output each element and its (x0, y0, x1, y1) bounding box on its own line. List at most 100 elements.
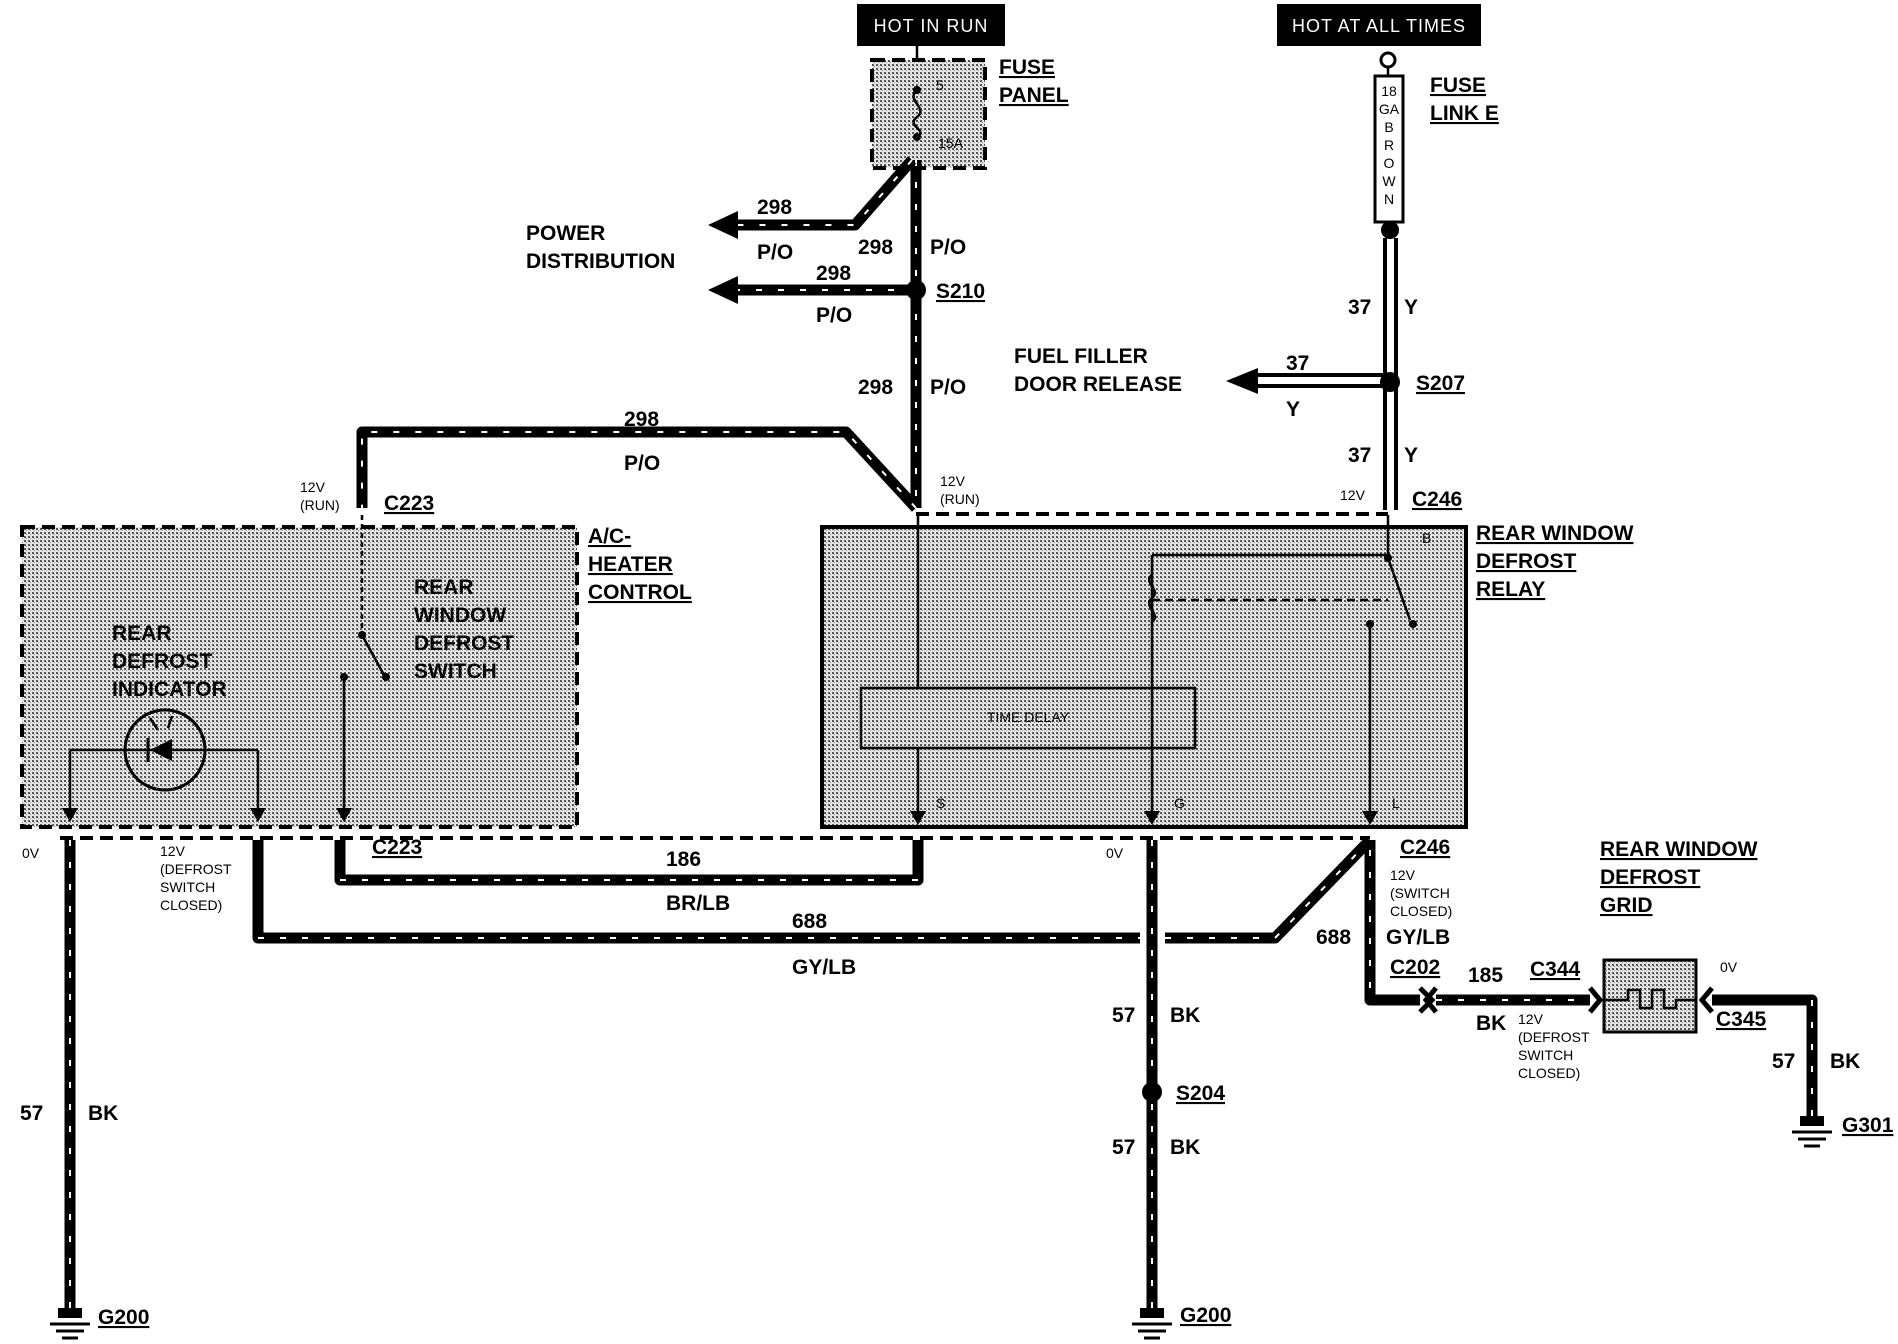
svg-text:R: R (1384, 137, 1394, 153)
color-bk-label: BK (88, 1102, 118, 1125)
circuit-57-label: 57 (1112, 1004, 1135, 1027)
indicator-label-2: DEFROST (112, 650, 213, 673)
circuit-298-label: 298 (858, 376, 893, 399)
circuit-57-label: 57 (1112, 1136, 1135, 1159)
svg-text:B: B (1384, 119, 1393, 135)
switch-closed-label-2: (SWITCH (1390, 885, 1450, 901)
wire-298-power-dist-lower (708, 276, 916, 304)
splice-s210-dot (906, 280, 926, 300)
hot-at-all-times-tag: HOT AT ALL TIMES (1277, 4, 1481, 46)
relay-title-2: DEFROST (1476, 550, 1577, 573)
ground-g301-symbol (1792, 1116, 1832, 1148)
splice-s210-label: S210 (936, 280, 985, 303)
connector-c246-bottom-label: C246 (1400, 836, 1450, 859)
color-y-label: Y (1404, 444, 1418, 467)
defrost-closed-label-4: CLOSED) (1518, 1065, 1580, 1081)
color-y-label: Y (1286, 398, 1300, 421)
svg-text:O: O (1384, 155, 1395, 171)
switch-label: REAR (414, 576, 474, 599)
voltage-0v: 0V (1106, 845, 1124, 861)
splice-s207-label: S207 (1416, 372, 1465, 395)
svg-text:N: N (1384, 191, 1394, 207)
fuse-link-title: FUSE (1430, 74, 1486, 97)
voltage-0v: 0V (1720, 959, 1738, 975)
grid-title: REAR WINDOW (1600, 838, 1758, 861)
connector-c223-bottom-label: C223 (372, 836, 422, 859)
circuit-37-label: 37 (1348, 444, 1371, 467)
power-distribution-label-2: DISTRIBUTION (526, 250, 675, 273)
color-po-label: P/O (624, 452, 660, 475)
defrost-closed-label-2: (DEFROST (1518, 1029, 1590, 1045)
power-distribution-label: POWER (526, 222, 605, 245)
circuit-57-label: 57 (20, 1102, 43, 1125)
defrost-closed-label-3: SWITCH (1518, 1047, 1573, 1063)
connector-c344-symbol (1588, 986, 1604, 1014)
hot-in-run-tag: HOT IN RUN (857, 4, 1005, 46)
circuit-688-label: 688 (792, 910, 827, 933)
relay-title: REAR WINDOW (1476, 522, 1634, 545)
color-po-label: P/O (757, 241, 793, 264)
defrost-closed-label-4: CLOSED) (160, 897, 222, 913)
switch-closed-label: 12V (1390, 867, 1416, 883)
ground-g301-label: G301 (1842, 1114, 1894, 1137)
switch-label-3: DEFROST (414, 632, 515, 655)
pin-g: G (1174, 795, 1185, 811)
relay-internals (859, 515, 1417, 825)
color-brlb-label: BR/LB (666, 892, 730, 915)
fuse-link-title-2: LINK E (1430, 102, 1499, 125)
svg-text:18: 18 (1381, 83, 1397, 99)
fuse-panel: 5 15A (870, 46, 987, 170)
defrost-grid (1602, 958, 1698, 1034)
splice-s207-dot (1380, 372, 1400, 392)
indicator-label: REAR (112, 622, 172, 645)
ground-g200-left-symbol (50, 1308, 90, 1340)
svg-text:HOT AT ALL TIMES: HOT AT ALL TIMES (1292, 16, 1466, 36)
voltage-12v: 12V (1340, 487, 1366, 503)
svg-text:GA: GA (1379, 101, 1400, 117)
fuse-link-e: 18 GA B R O W N (1373, 51, 1405, 239)
ac-heater-title: A/C- (588, 525, 631, 548)
svg-text:W: W (1382, 173, 1396, 189)
circuit-298-label: 298 (858, 236, 893, 259)
switch-closed-label-3: CLOSED) (1390, 903, 1452, 919)
voltage-0v: 0V (22, 845, 40, 861)
color-y-label: Y (1404, 296, 1418, 319)
defrost-relay-box (820, 525, 1468, 829)
ac-heater-control-box (20, 525, 579, 829)
color-po-label: P/O (930, 236, 966, 259)
fuel-filler-label-2: DOOR RELEASE (1014, 373, 1182, 396)
color-gylb-label: GY/LB (1386, 926, 1450, 949)
connector-c344-label: C344 (1530, 958, 1581, 981)
fuse-panel-title-2: PANEL (999, 84, 1069, 107)
wire-688-to-c202 (1364, 840, 1420, 1006)
ground-g200-center-symbol (1132, 1308, 1172, 1340)
circuit-185-label: 185 (1468, 964, 1503, 987)
pin-s: S (936, 795, 945, 811)
color-bk-label: BK (1170, 1136, 1200, 1159)
color-gylb-label: GY/LB (792, 956, 856, 979)
ac-heater-title-3: CONTROL (588, 581, 692, 604)
wire-186-brlb (334, 840, 924, 886)
wire-37-fuel-filler (1226, 368, 1390, 394)
time-delay-label: TIME DELAY (987, 709, 1070, 725)
wire-298-power-dist-upper (708, 156, 917, 239)
voltage-12v: 12V (300, 479, 326, 495)
defrost-closed-label-2: (DEFROST (160, 861, 232, 877)
connector-c345-label: C345 (1716, 1008, 1767, 1031)
color-bk-label: BK (1830, 1050, 1860, 1073)
connector-c202-symbol (1418, 986, 1438, 1014)
switch-label-2: WINDOW (414, 604, 506, 627)
color-po-label: P/O (816, 304, 852, 327)
defrost-closed-label-3: SWITCH (160, 879, 215, 895)
grid-title-2: DEFROST (1600, 866, 1701, 889)
connector-c345-symbol (1698, 986, 1714, 1014)
rear-window-defrost-switch (336, 515, 390, 822)
ac-heater-title-2: HEATER (588, 553, 673, 576)
indicator-label-3: INDICATOR (112, 678, 227, 701)
svg-text:HOT IN RUN: HOT IN RUN (874, 16, 989, 36)
voltage-run: (RUN) (940, 491, 980, 507)
splice-s204-label: S204 (1176, 1082, 1225, 1105)
color-bk-label: BK (1476, 1012, 1506, 1035)
circuit-37-label: 37 (1348, 296, 1371, 319)
